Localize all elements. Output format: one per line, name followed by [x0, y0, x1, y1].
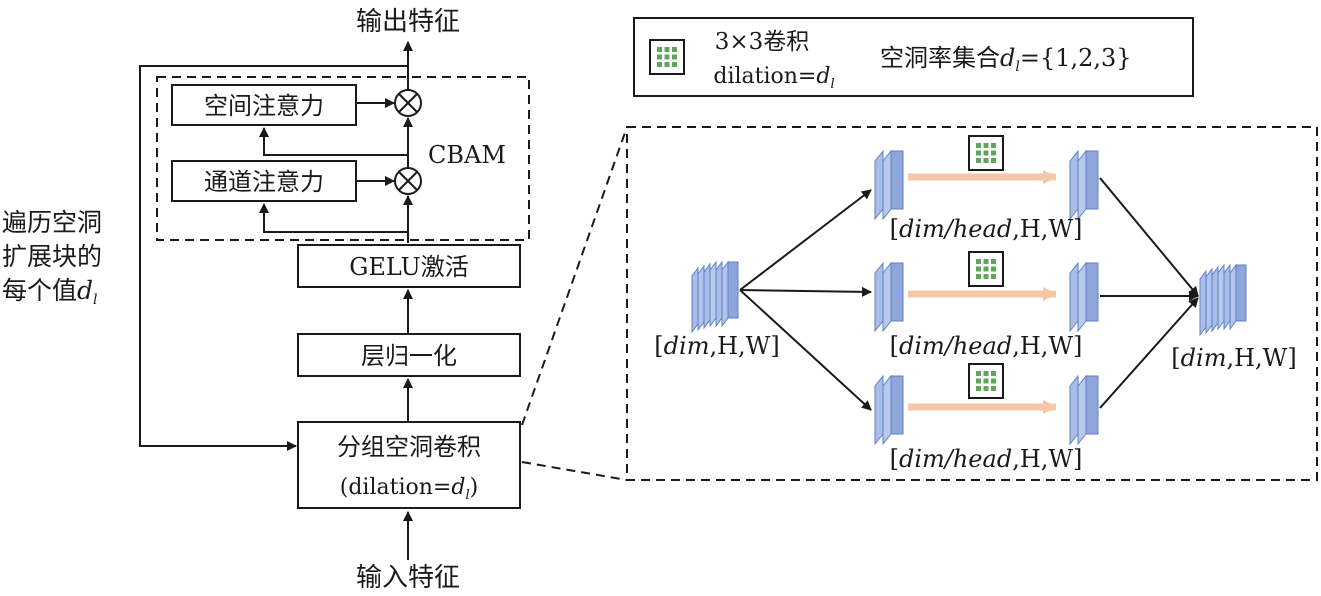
- input-feature-stack: [691, 261, 739, 333]
- to-channel-arrow: [259, 203, 408, 233]
- branch2-dims-label: [dim/head,H,W]: [890, 332, 1083, 360]
- branch3-dims-label: [dim/head,H,W]: [890, 445, 1083, 473]
- legend-dilation-set: 空洞率集合dl={1,2,3}: [880, 44, 1132, 75]
- multiply-bottom-icon: [394, 167, 422, 195]
- loop-label-line1: 遍历空洞: [2, 208, 102, 237]
- legend-conv-line2: dilation=dl: [713, 64, 834, 92]
- layernorm-label: 层归一化: [361, 342, 457, 370]
- branch2-output-stack: [1069, 262, 1099, 332]
- loop-label-line2: 扩展块的: [2, 242, 102, 271]
- split-arrow-bottom: [739, 289, 872, 411]
- branch3-input-stack: [874, 375, 904, 445]
- group-conv-label: 分组空洞卷积: [337, 433, 481, 461]
- output-feature-label: 输出特征: [356, 7, 460, 37]
- branch3-conv-icon: [968, 363, 1004, 399]
- conv-kernel-icon: [649, 39, 685, 75]
- channel-attention-label: 通道注意力: [204, 168, 324, 196]
- input-feature-label: 输入特征: [356, 563, 460, 593]
- group-conv-dilation: (dilation=dl): [340, 475, 478, 503]
- spatial-attention-label: 空间注意力: [204, 92, 324, 120]
- to-spatial-arrow: [259, 127, 408, 156]
- cbam-label: CBAM: [428, 141, 506, 169]
- zoom-line-bottom: [521, 461, 628, 481]
- merge-arrow-bottom: [1099, 297, 1199, 409]
- branch2-input-stack: [874, 262, 904, 332]
- gelu-label: GELU激活: [349, 253, 469, 281]
- branch2-conv-icon: [968, 251, 1004, 287]
- zoom-line-top: [521, 126, 628, 426]
- output-dims-label: [dim,H,W]: [1171, 344, 1296, 372]
- legend-conv-line1: 3×3卷积: [715, 29, 810, 55]
- channel-attention-box: [171, 160, 357, 202]
- group-conv-box: [297, 421, 521, 509]
- output-feature-stack: [1199, 264, 1247, 336]
- layernorm-box: [297, 333, 521, 377]
- merge-arrow-top: [1099, 177, 1199, 297]
- gelu-box: [297, 244, 521, 288]
- branch1-conv-icon: [968, 135, 1004, 171]
- branch1-dims-label: [dim/head,H,W]: [890, 215, 1083, 243]
- cbam-region: [156, 76, 530, 241]
- detail-panel: [626, 126, 1318, 481]
- split-arrow-top: [739, 189, 872, 291]
- loop-label-line3: 每个值dl: [2, 276, 98, 308]
- branch1-input-stack: [874, 150, 904, 220]
- branch3-output-stack: [1069, 375, 1099, 445]
- branch1-output-stack: [1069, 150, 1099, 220]
- multiply-top-icon: [394, 89, 422, 117]
- input-dims-label: [dim,H,W]: [654, 332, 779, 360]
- loop-connector: [139, 65, 408, 451]
- spatial-attention-box: [171, 84, 357, 126]
- legend-box: [633, 17, 1194, 97]
- split-arrow-middle: [739, 286, 872, 297]
